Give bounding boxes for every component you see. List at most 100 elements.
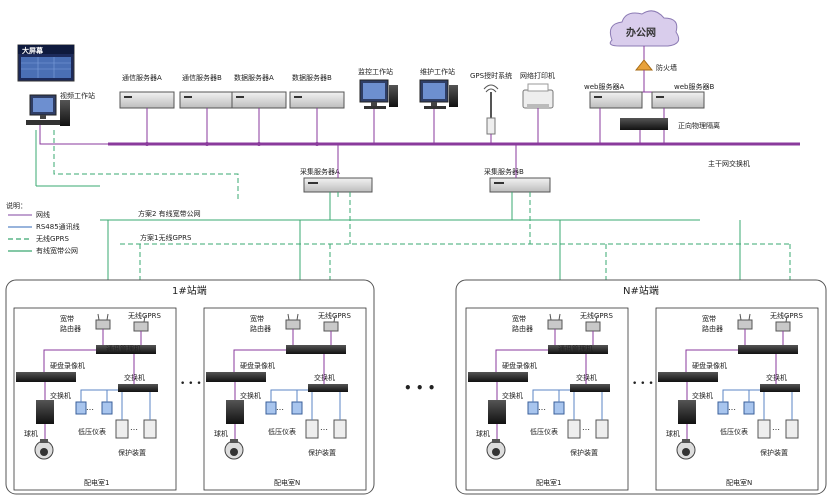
video-workstation-label: 视频工作站 [60,91,95,100]
big-screen-label: 大屏幕 [22,46,44,55]
router-label-line1: 宽带 [60,314,74,323]
gprs-label: 无线GPRS [318,311,352,320]
legend-label: RS485通讯线 [36,222,80,231]
dome-label: 球机 [214,429,228,438]
meter-ellipsis: … [276,403,284,412]
router-label-line1: 宽带 [250,314,264,323]
comm-manager-label: 通讯管理机 [106,344,141,353]
between-rooms-ellipsis: • • • [180,379,202,389]
web-server-a: web服务器A [584,82,643,144]
top-server-2: 通信服务器B [179,73,235,146]
protect-ellipsis: … [772,423,780,432]
protect-label: 保护装置 [760,448,788,457]
office-network-cloud: 办公网 [609,10,680,60]
legend-item-network: 网线 [8,210,50,219]
meter-ellipsis: … [86,403,94,412]
main-switch-bus: 主干网交换机 [108,142,800,168]
legend-title: 说明： [6,201,27,210]
protect-ellipsis: … [320,423,328,432]
plan1-label: 方案1无线GPRS [140,233,192,242]
protect-label: 保护装置 [570,448,598,457]
web-server-b-label: web服务器B [674,82,714,91]
isolator-label: 正向物理隔离 [678,121,720,130]
legend-label: 网线 [36,210,50,219]
maintenance-workstation-label: 维护工作站 [420,67,455,76]
left-switch-label: 交换机 [240,391,261,400]
room-1-1: 宽带 路由器宽带路由器无线GPRS通讯管理机硬盘录像机交换机交换机…低压仪表…保… [13,307,202,491]
router-label-line2: 路由器 [702,324,723,333]
room-label: 配电室1 [84,478,109,487]
meter-label: 低压仪表 [530,427,558,436]
firewall-label: 防火墙 [656,63,677,72]
plan-lines: 方案2 有线宽带公网 方案1无线GPRS [35,130,791,305]
meter-ellipsis: … [728,403,736,412]
top-server-label: 数据服务器B [292,73,332,82]
room-label: 配电室N [726,478,752,487]
meter-label: 低压仪表 [268,427,296,436]
dome-label: 球机 [666,429,680,438]
gprs-label: 无线GPRS [770,311,804,320]
collect-server-a-label: 采集服务器A [300,167,340,176]
office-network-label: 办公网 [626,26,656,39]
monitor-workstation-label: 监控工作站 [358,67,393,76]
monitor-workstation: 监控工作站 [358,67,398,109]
web-server-b: web服务器B [651,82,714,144]
video-workstation: 视频工作站 [26,91,95,126]
left-switch-label: 交换机 [502,391,523,400]
room-label: 配电室N [274,478,300,487]
web-server-a-label: web服务器A [584,82,624,91]
main-switch-label: 主干网交换机 [708,159,750,168]
gprs-label: 无线GPRS [128,311,162,320]
gps-clock-label: GPS授时系统 [470,71,512,80]
plan2-label: 方案2 有线宽带公网 [138,209,201,218]
legend-label: 无线GPRS [36,234,70,243]
maintenance-workstation: 维护工作站 [419,67,458,109]
big-screen: 大屏幕 [17,44,75,82]
room-2-1: 宽带 路由器宽带路由器无线GPRS通讯管理机硬盘录像机交换机交换机…低压仪表…保… [465,307,654,491]
network-printer: 网络打印机 [520,71,555,109]
between-rooms-ellipsis: • • • [632,379,654,389]
network-printer-label: 网络打印机 [520,71,555,80]
meter-label: 低压仪表 [78,427,106,436]
router-label-line1: 宽带 [512,314,526,323]
top-server-4: 数据服务器B [289,73,345,146]
dome-label: 球机 [476,429,490,438]
top-server-label: 通信服务器A [122,73,162,82]
legend-label: 有线宽带公网 [36,246,78,255]
room-label: 配电室1 [536,478,561,487]
protect-label: 保护装置 [118,448,146,457]
protect-ellipsis: … [130,423,138,432]
between-stations-ellipsis: • • • [404,381,435,395]
dvr-label: 硬盘录像机 [240,361,275,370]
dvr-label: 硬盘录像机 [692,361,727,370]
gprs-label: 无线GPRS [580,311,614,320]
top-server-label: 数据服务器A [234,73,274,82]
collect-server-b: 采集服务器B [484,144,551,193]
router-label-line2: 路由器 [250,324,271,333]
left-switch-label: 交换机 [50,391,71,400]
top-server-1: 通信服务器A [119,73,175,146]
collect-server-b-label: 采集服务器B [484,167,524,176]
comm-manager-label: 通讯管理机 [558,344,593,353]
protect-ellipsis: … [582,423,590,432]
physical-isolator: 正向物理隔离 [620,118,720,144]
router-label-line1: 宽带 [702,314,716,323]
dome-label: 球机 [24,429,38,438]
top-server-3: 数据服务器A [231,73,287,146]
legend-item-rs485: RS485通讯线 [8,222,80,231]
meter-ellipsis: … [538,403,546,412]
room-1-2: 宽带 路由器宽带路由器无线GPRS硬盘录像机交换机交换机…低压仪表…保护装置球机… [203,307,367,491]
top-server-label: 通信服务器B [182,73,222,82]
station-title: 1#站端 [172,284,207,297]
room-2-2: 宽带 路由器宽带路由器无线GPRS硬盘录像机交换机交换机…低压仪表…保护装置球机… [655,307,819,491]
station-title: N#站端 [623,284,659,297]
protect-label: 保护装置 [308,448,336,457]
left-switch-label: 交换机 [692,391,713,400]
legend-item-broadband: 有线宽带公网 [8,246,78,255]
